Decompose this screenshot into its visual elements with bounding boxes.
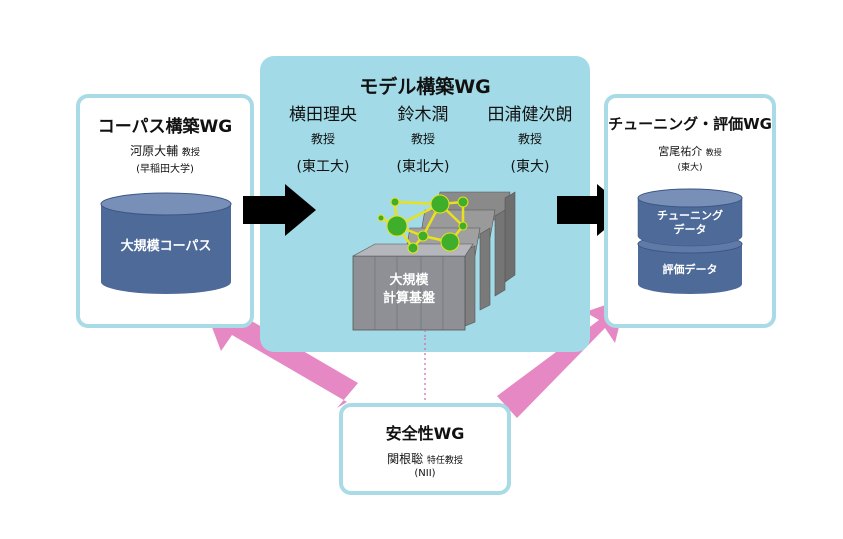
safety-wg-title: 安全性WG: [385, 424, 465, 443]
member-taura-affiliation: (東大): [510, 159, 550, 175]
corpus-wg-title: コーパス構築WG: [97, 117, 233, 137]
corpus-cylinder-label: 大規模コーパス: [121, 238, 212, 254]
network-nodes: [377, 194, 469, 254]
server-rack-front: [352, 255, 466, 331]
computing-infrastructure: 大規模 計算基盤: [352, 191, 516, 340]
infra-label-line2: 計算基盤: [383, 290, 436, 306]
member-suzuki-affiliation: (東北大): [396, 159, 450, 175]
corpus-wg-person-name: 河原大輔: [130, 144, 179, 158]
infra-label-line1: 大規模: [389, 272, 429, 288]
member-yokota-role: 教授: [310, 132, 335, 146]
tuning-wg-affiliation: (東大): [677, 163, 703, 173]
member-taura-role: 教授: [517, 132, 542, 146]
dotted-connector-lower: [424, 338, 426, 410]
safety-wg-person-role: 特任教授: [426, 456, 463, 466]
model-wg-title: モデル構築WG: [359, 76, 491, 98]
tuning-wg-title: チューニング・評価WG: [608, 115, 772, 133]
safety-wg-person: 関根聡 特任教授: [339, 450, 511, 467]
corpus-wg-affiliation: (早稲田大学): [136, 164, 194, 175]
tuning-cylinders: チューニング データ 評価データ: [637, 188, 743, 294]
tuning-data-label-line2: データ: [674, 222, 707, 236]
tuning-data-label-line1: チューニング: [657, 208, 723, 222]
corpus-cylinder: 大規模コーパス: [100, 192, 232, 294]
member-suzuki-role: 教授: [410, 132, 435, 146]
safety-wg-box: [339, 403, 511, 495]
member-yokota-affiliation: (東工大): [296, 159, 350, 175]
tuning-wg-person-name: 宮尾祐介: [658, 145, 703, 158]
tuning-wg-person: 宮尾祐介 教授: [604, 143, 776, 159]
member-taura-name: 田浦健次朗: [487, 105, 573, 125]
member-yokota-name: 横田理央: [289, 105, 357, 125]
tuning-wg-person-role: 教授: [705, 148, 722, 157]
safety-wg-affiliation: (NII): [414, 468, 436, 479]
arrow-corpus-to-model: [243, 184, 316, 236]
corpus-wg-person: 河原大輔 教授: [76, 142, 254, 159]
safety-wg-person-name: 関根聡: [387, 452, 424, 466]
arrow-safety-to-corpus: [210, 300, 358, 408]
arrow-safety-to-tuning: [497, 298, 626, 418]
corpus-wg-person-role: 教授: [181, 148, 200, 158]
eval-data-label: 評価データ: [663, 262, 718, 276]
member-suzuki-name: 鈴木潤: [397, 105, 449, 125]
